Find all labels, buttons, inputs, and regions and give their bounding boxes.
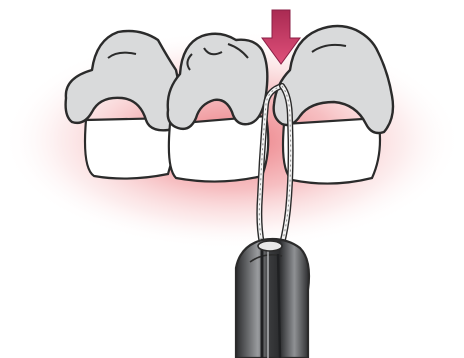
floss-handle (236, 239, 309, 358)
